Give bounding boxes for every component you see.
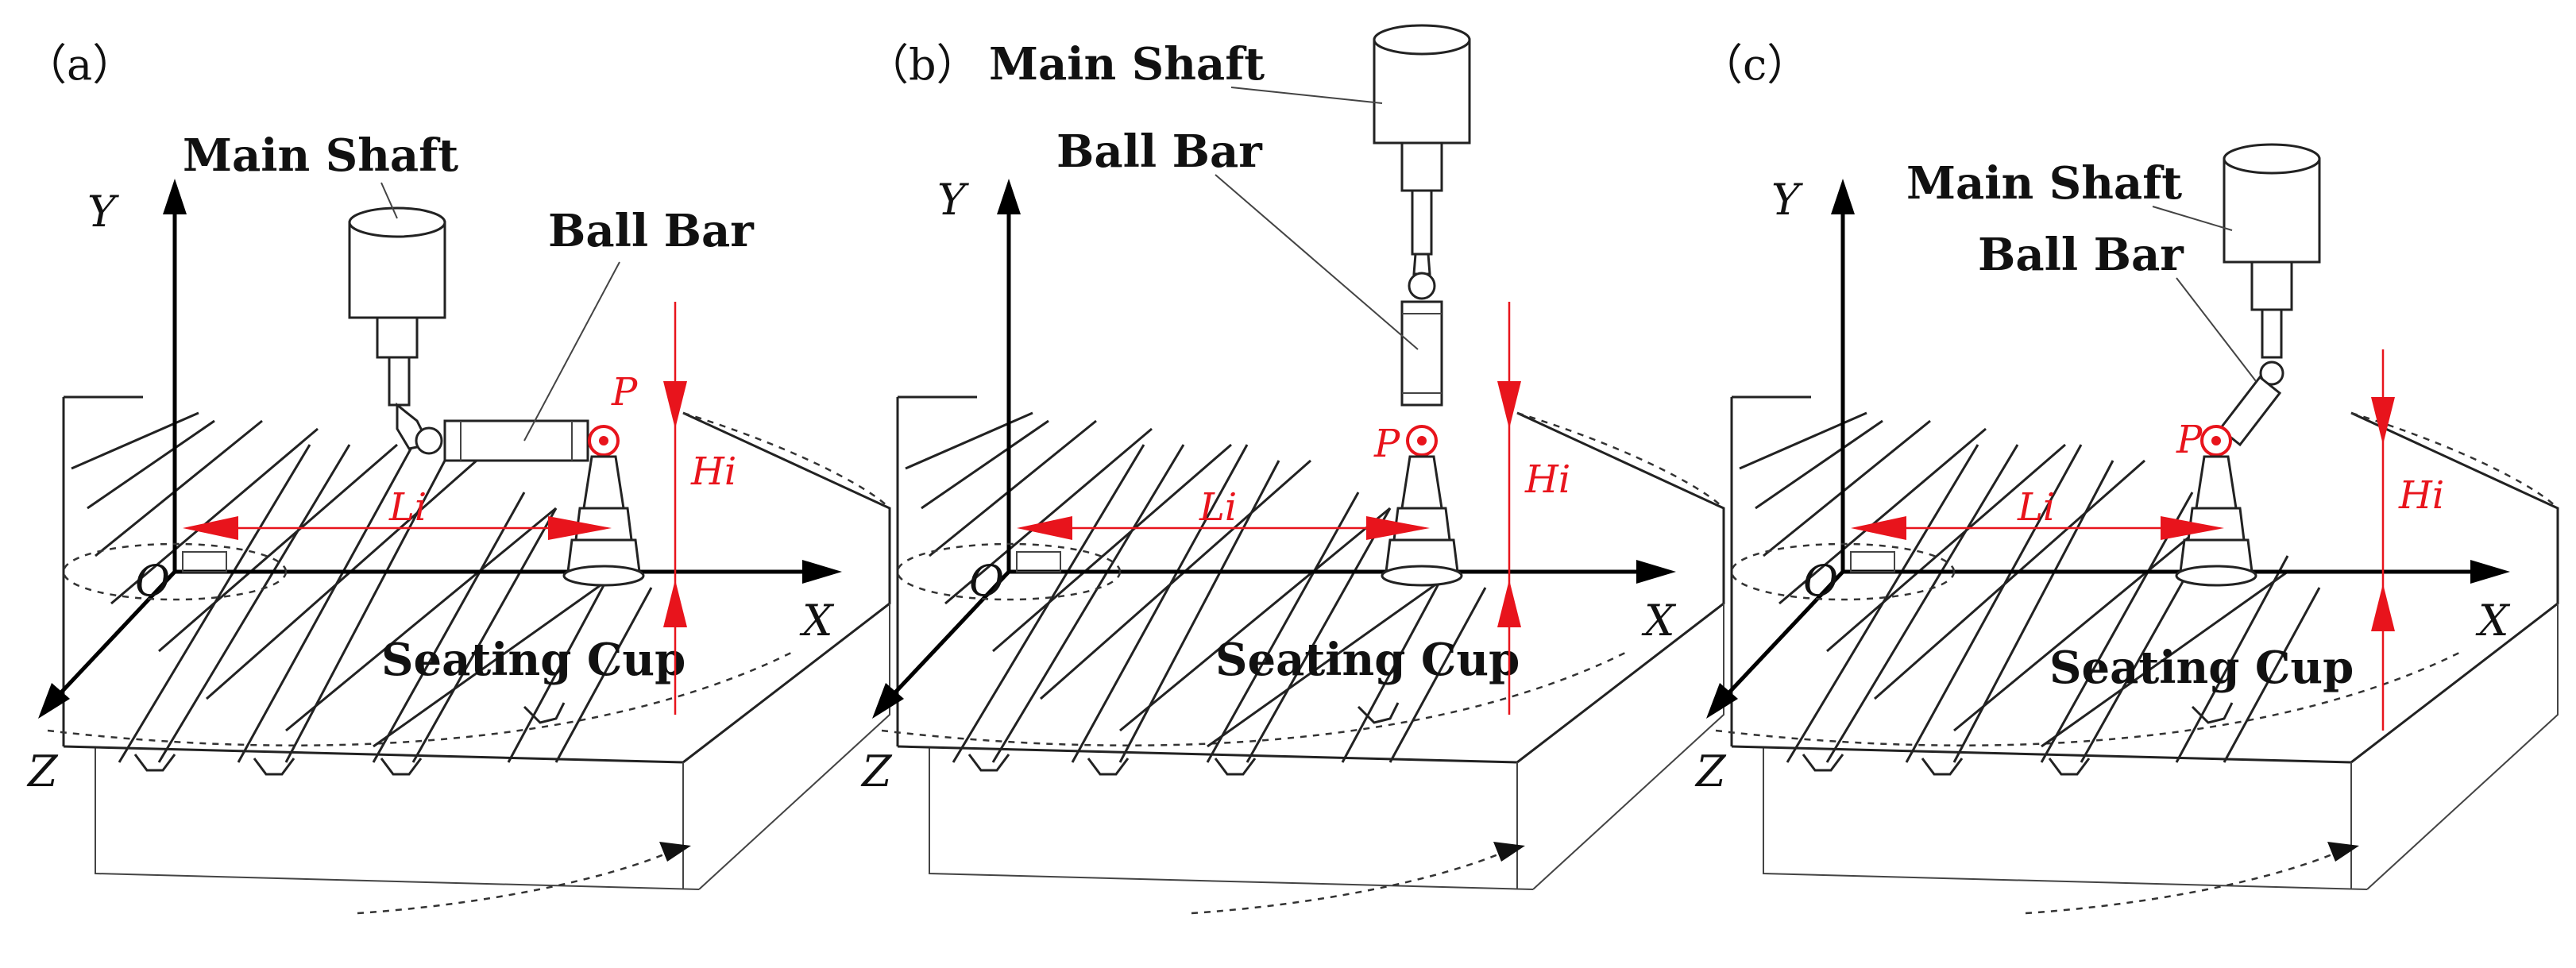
panel-label: （c）: [1700, 40, 1809, 90]
axis-x-label: X: [1641, 596, 1677, 646]
main-shaft-label: Main Shaft: [1906, 157, 2182, 210]
panel-label: （a）: [24, 40, 135, 90]
panel-b: （b） Y X Z O: [860, 24, 1725, 915]
axes: Y X Z O: [860, 175, 1677, 796]
point-label: P: [2176, 418, 2203, 462]
ball-bar-leader: [523, 261, 620, 442]
main-shaft-label: Main Shaft: [989, 38, 1265, 91]
seating-cup: [1381, 455, 1463, 587]
panel-label: （b）: [866, 40, 979, 90]
seating-cup: [2175, 455, 2257, 587]
main-shaft-leader: [1230, 87, 1383, 104]
length-label: Li: [2017, 485, 2055, 530]
ball-bar: [2200, 361, 2284, 457]
seating-cup: [562, 455, 645, 587]
dimension-annotations: Li Hi P: [183, 302, 736, 715]
seating-cup-label: Seating Cup: [2049, 642, 2354, 694]
main-shaft-leader: [380, 182, 398, 219]
axes: Y X Z O: [1694, 175, 2511, 796]
main-shaft-leader: [2152, 206, 2233, 231]
seating-cup-label: Seating Cup: [1215, 634, 1520, 686]
ball-bar-leader: [1215, 174, 1419, 350]
ball-bar-leader: [2176, 277, 2257, 382]
ball-bar: [415, 419, 620, 462]
length-label: Li: [1199, 485, 1237, 530]
seating-cup-label: Seating Cup: [381, 634, 686, 686]
worktable: [47, 395, 891, 915]
length-label: Li: [388, 485, 427, 530]
axis-z-label: Z: [1694, 746, 1727, 796]
axis-x-label: X: [2475, 596, 2511, 646]
ball-bar-label: Ball Bar: [548, 205, 755, 257]
main-shaft: [348, 206, 446, 450]
axes: Y X Z O: [26, 179, 842, 796]
axis-y-label: Y: [1771, 175, 1803, 225]
main-shaft: [2223, 143, 2321, 359]
panel-a: （a） Y X: [24, 40, 891, 915]
main-shaft-label: Main Shaft: [183, 129, 458, 182]
axis-x-label: X: [799, 596, 835, 646]
axis-z-label: Z: [26, 746, 59, 796]
ball-bar-label: Ball Bar: [1056, 125, 1263, 178]
axis-y-label: Y: [87, 187, 119, 237]
ball-bar: [1400, 272, 1443, 457]
point-label: P: [611, 370, 638, 415]
height-label: Hi: [2398, 473, 2444, 518]
height-label: Hi: [1524, 457, 1570, 502]
axis-z-label: Z: [860, 746, 893, 796]
worktable: [881, 395, 1725, 915]
dimension-annotations: Li Hi P: [1017, 302, 1570, 715]
point-label: P: [1373, 422, 1400, 466]
ball-bar-label: Ball Bar: [1978, 229, 2184, 281]
dimension-annotations: Li Hi P: [1851, 349, 2444, 731]
main-shaft: [1373, 24, 1471, 276]
worktable: [1715, 395, 2559, 915]
panel-c: （c） Y X Z O: [1694, 40, 2559, 915]
height-label: Hi: [690, 449, 736, 494]
axis-y-label: Y: [937, 175, 969, 225]
